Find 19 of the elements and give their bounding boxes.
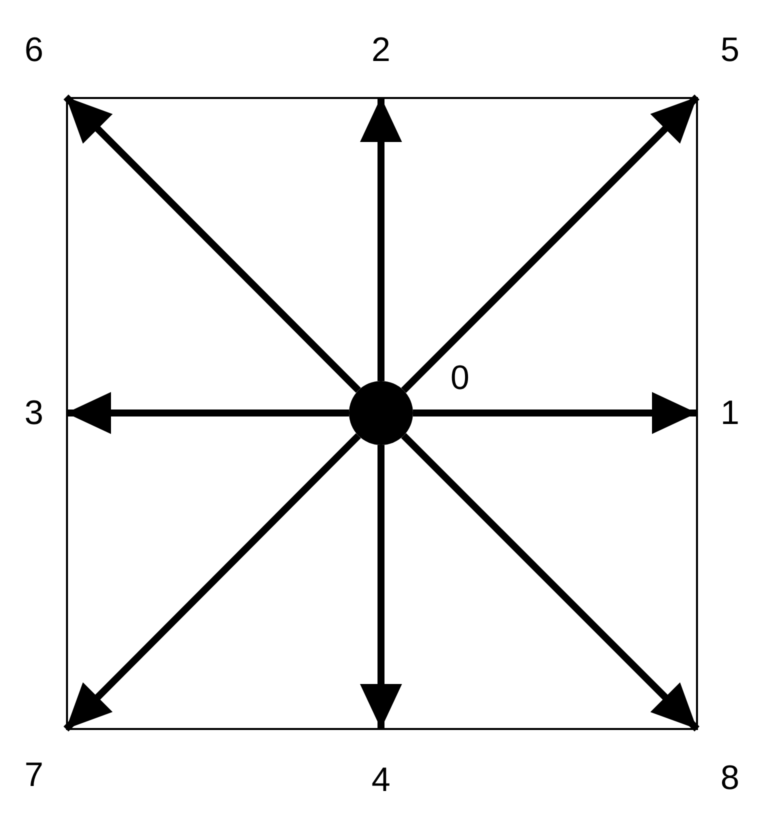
square-frame — [66, 97, 698, 730]
node-label: 0 — [450, 361, 470, 395]
center-dot — [349, 381, 413, 445]
arrow — [413, 392, 697, 434]
direction-number: 5 — [720, 33, 740, 67]
direction-number: 2 — [372, 33, 390, 67]
direction-number: 8 — [720, 761, 740, 795]
arrow — [360, 97, 402, 381]
arrow — [401, 433, 700, 732]
direction-number: 4 — [372, 763, 390, 797]
direction-number: 7 — [24, 758, 44, 792]
direction-number: 1 — [720, 396, 740, 430]
arrow — [64, 433, 361, 732]
direction-number: 3 — [24, 396, 44, 430]
arrow — [401, 94, 700, 393]
direction-number: 6 — [24, 33, 44, 67]
arrow — [66, 392, 349, 434]
arrow — [360, 445, 402, 729]
arrow — [64, 94, 361, 393]
